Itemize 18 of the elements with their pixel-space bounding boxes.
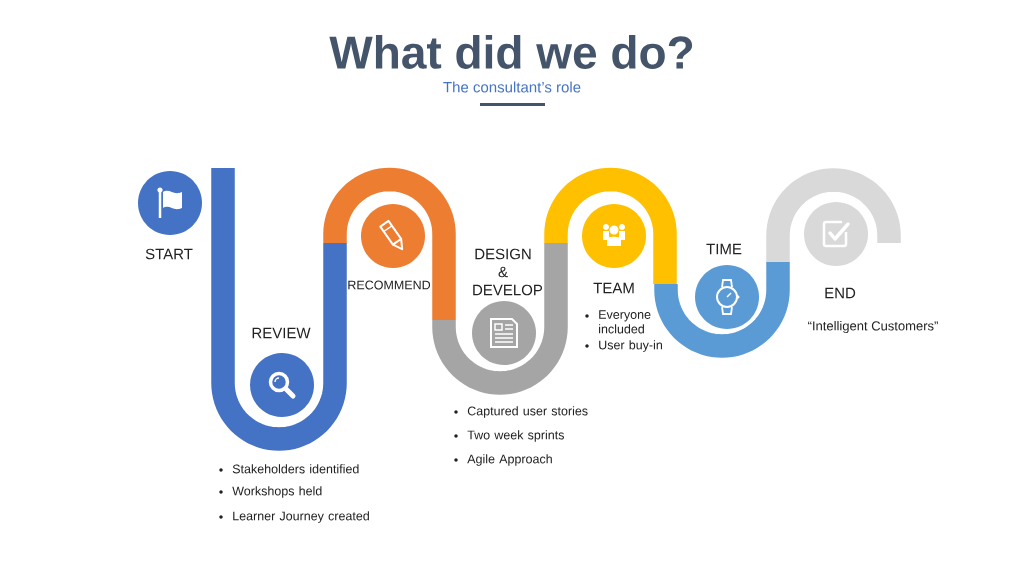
bullet-item: Workshops held — [232, 486, 322, 498]
title: What did we do? — [329, 35, 693, 69]
step-label: DESIGN & DEVELOP — [473, 248, 543, 296]
step-label: START — [145, 248, 193, 260]
bullet-item: Captured user stories — [467, 406, 588, 418]
bullet-item: Two week sprints — [467, 430, 564, 442]
bullet-item: Everyone included — [599, 310, 651, 334]
step-label: REVIEW — [252, 327, 311, 339]
quote-text: “Intelligent Customers” — [808, 320, 938, 334]
step-label: END — [825, 287, 856, 299]
step-label: TIME — [706, 243, 742, 255]
step-label: RECOMMEND — [348, 280, 431, 290]
bullet-item: User buy-in — [599, 340, 662, 352]
bullet-item: Agile Approach — [467, 454, 552, 466]
step-label: TEAM — [593, 282, 634, 294]
bullet-item: Learner Journey created — [233, 511, 369, 523]
subtitle: The consultant’s role — [443, 81, 581, 93]
bullet-item: Stakeholders identified — [232, 464, 359, 474]
